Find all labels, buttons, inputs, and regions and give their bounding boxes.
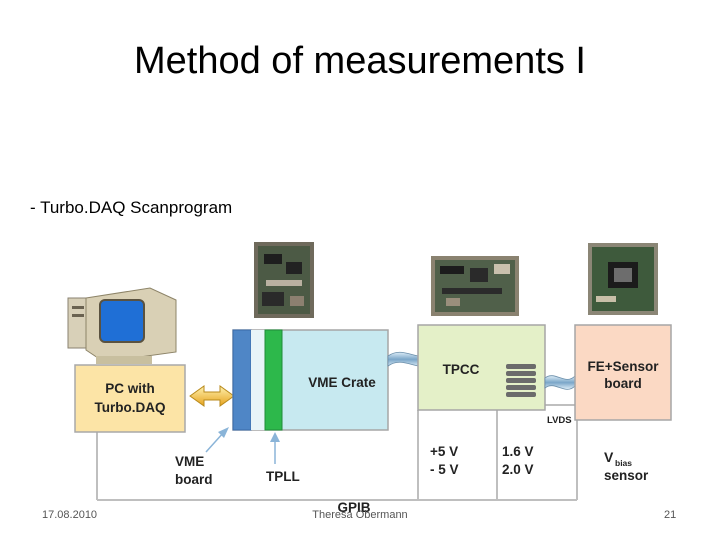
supply-1-line2: - 5 V [430, 462, 459, 477]
vme-board-photo [254, 242, 314, 318]
lvds-label: LVDS [547, 415, 572, 426]
vme-crate-label: VME Crate [308, 375, 376, 390]
vbias-sub: bias [615, 458, 632, 468]
tpcc-fe-cable [545, 376, 575, 390]
pc-box-line2: Turbo.DAQ [95, 400, 166, 415]
tpcc-label: TPCC [443, 362, 480, 377]
computer-icon [68, 288, 176, 364]
fe-sensor-line2: board [604, 376, 642, 391]
tpcc-connectors [506, 364, 536, 397]
vbias-line2: sensor [604, 468, 649, 483]
supply-2-line2: 2.0 V [502, 462, 534, 477]
vme-board-line2: board [175, 472, 213, 487]
vme-board-line1: VME [175, 454, 204, 469]
vbias-main: V [604, 449, 614, 465]
vbias-label: V bias sensor [604, 449, 649, 483]
pc-box-line1: PC with [105, 381, 155, 396]
pc-box: PC with Turbo.DAQ [75, 365, 185, 432]
tpcc-photo [431, 256, 519, 316]
tpcc-box: TPCC [418, 325, 545, 410]
supply-2-line1: 1.6 V [502, 444, 534, 459]
supply-1-line1: +5 V [430, 444, 458, 459]
fe-sensor-photo [588, 243, 658, 315]
footer-author: Theresa Obermann [0, 509, 720, 521]
tpll-label: TPLL [266, 469, 300, 484]
fe-sensor-line1: FE+Sensor [588, 359, 660, 374]
fe-sensor-box: FE+Sensor board [575, 325, 671, 420]
page-number: 21 [664, 509, 676, 521]
callout-arrows [206, 427, 280, 464]
pc-vme-double-arrow [190, 386, 234, 406]
vme-crate: VME Crate [233, 330, 388, 430]
